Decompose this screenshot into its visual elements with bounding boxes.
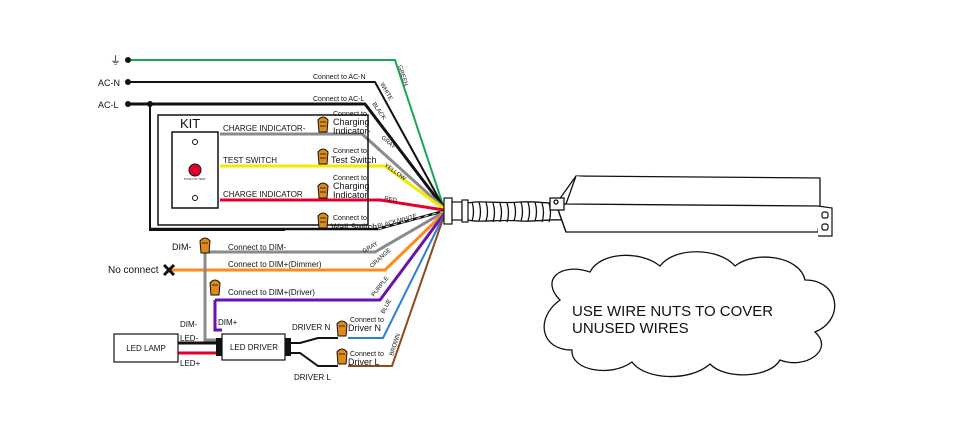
svg-text:Connect to: Connect to [333, 175, 367, 182]
svg-text:Indicator-: Indicator- [333, 126, 371, 136]
svg-text:Driver L: Driver L [348, 357, 380, 367]
gray-wire-top [220, 132, 446, 210]
wire-label-black-white: BLACK/WHITE [377, 214, 418, 230]
led-plus-label: LED+ [180, 359, 201, 368]
mounting-bracket [817, 205, 833, 237]
yellow-wire [220, 164, 445, 211]
svg-text:Charging: Charging [333, 181, 370, 191]
led-minus-label: LED- [180, 334, 199, 343]
purple-wire [215, 213, 446, 302]
ac-n-terminal-dot [125, 79, 131, 85]
svg-text:Connect to: Connect to [350, 351, 384, 358]
ground-symbol-icon: ⏚ [110, 54, 121, 67]
wire-nut-driver-l [336, 348, 348, 365]
nut-label-charging-pos: Connect to Charging Indicator [333, 175, 370, 200]
svg-text:Connect to: Connect to [333, 215, 367, 222]
ac-n-label: AC-N [98, 78, 120, 88]
red-wire [220, 198, 445, 212]
svg-text:Connect to: Connect to [333, 148, 367, 155]
svg-text:Connect to: Connect to [350, 317, 384, 324]
ac-l-label: AC-L [98, 100, 119, 110]
note-line-2: UNUSED WIRES [572, 320, 689, 337]
test-button-icon [188, 163, 202, 177]
button-caption: PUSH TO TEST [184, 177, 206, 181]
blue-wire [348, 214, 445, 339]
svg-text:Connect to: Connect to [333, 111, 367, 118]
charge-indicator-label: CHARGE INDICATOR [223, 190, 303, 199]
ac-l-connect-label: Connect to AC-L [313, 96, 364, 103]
wire-label-gray-top: GRAY [380, 135, 396, 151]
ac-l-terminal-dot [125, 101, 131, 107]
no-connect-label: No connect [108, 265, 159, 276]
green-ground-wire [128, 59, 445, 209]
emergency-unit-body [549, 175, 821, 233]
charge-indicator-minus-label: CHARGE INDICATOR- [223, 124, 306, 133]
nut-label-driver-l: Connect to Driver L [348, 351, 384, 367]
driver-dim-connect-label: Connect to DIM+(Driver) [228, 288, 315, 297]
svg-text:Test Switch: Test Switch [331, 155, 377, 165]
wire-nut-charging-neg [317, 116, 329, 133]
dim-plus-driver-label: DIM+ [218, 318, 238, 327]
flexible-conduit [467, 201, 563, 223]
nut-label-charging-neg: Connect to Charging Indicator- [333, 111, 371, 136]
white-neutral-wire [128, 81, 445, 209]
wire-label-black: BLACK [370, 102, 386, 122]
led-driver-label: LED DRIVER [230, 343, 278, 352]
kit-frame [157, 114, 369, 226]
note-line-1: USE WIRE NUTS TO COVER [572, 303, 773, 320]
driver-n-label: DRIVER N [292, 323, 330, 332]
svg-text:Wall Switch: Wall Switch [331, 222, 377, 232]
led-lamp-box [113, 333, 179, 363]
black-line-wire [128, 102, 446, 209]
nut-label-driver-n: Connect to Driver N [348, 317, 384, 333]
gray-dim-wire [205, 210, 445, 254]
wire-nut-dim-plus-driver [209, 279, 221, 296]
wire-label-blue: BLUE [380, 298, 393, 315]
no-connect-x-icon [162, 263, 176, 277]
note-cloud [543, 251, 836, 378]
svg-text:Charging: Charging [333, 117, 370, 127]
ground-terminal-dot [125, 57, 131, 63]
dim-minus-driver-label: DIM- [180, 320, 198, 329]
wire-label-green: GREEN [396, 65, 408, 87]
wire-nut-driver-n [336, 320, 348, 337]
wire-nut-charging-pos [317, 182, 329, 199]
led-lamp-label: LED LAMP [126, 344, 166, 353]
test-switch-label: TEST SWITCH [223, 156, 277, 165]
dimmer-connect-label: Connect to DIM+(Dimmer) [228, 260, 322, 269]
svg-text:Driver N: Driver N [348, 323, 381, 333]
brown-wire [348, 215, 445, 367]
wire-nut-test-switch [317, 148, 329, 165]
dim-minus-terminal-label: DIM- [172, 242, 192, 252]
wire-nut-dim-minus [199, 237, 211, 254]
orange-wire [170, 211, 446, 272]
wire-label-red: RED [384, 196, 398, 204]
dim-minus-connect-label: Connect to DIM- [228, 243, 287, 252]
conduit-connector [443, 197, 469, 225]
wire-label-purple: PURPLE [371, 276, 391, 299]
kit-title: KIT [180, 116, 200, 131]
ac-n-connect-label: Connect to AC-N [313, 74, 366, 81]
wire-nut-wall-switch [317, 212, 329, 229]
svg-text:Indicator: Indicator [333, 190, 368, 200]
driver-l-label: DRIVER L [294, 373, 331, 382]
nut-label-wall-switch: Connect to Wall Switch [331, 215, 377, 232]
nut-label-test-switch: Connect to Test Switch [331, 148, 377, 165]
